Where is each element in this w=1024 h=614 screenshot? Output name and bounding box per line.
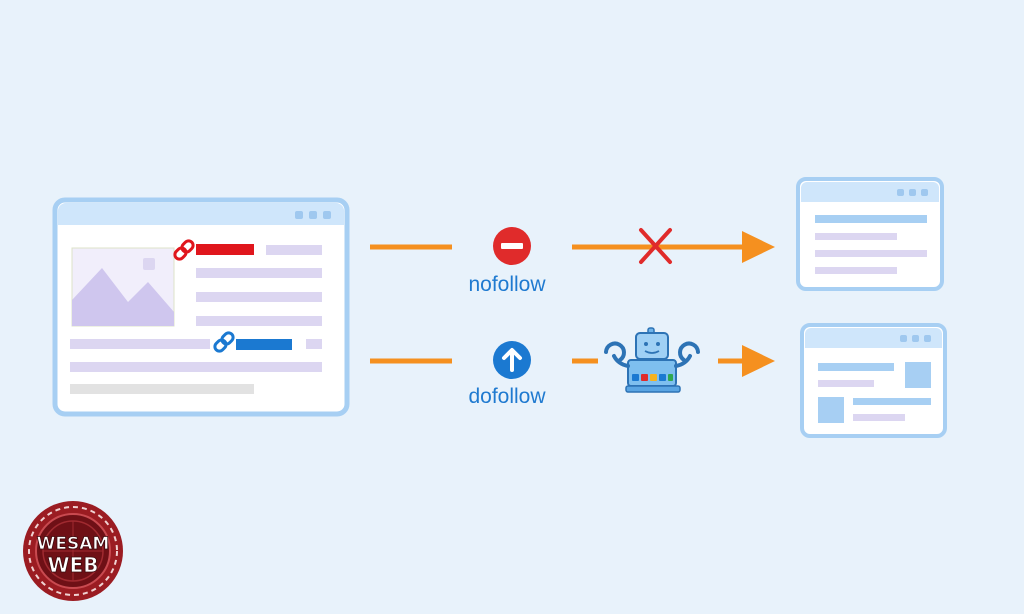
nofollow-arrowhead	[742, 231, 775, 263]
source-page-window	[52, 197, 350, 417]
dofollow-link-highlight	[236, 339, 292, 350]
dofollow-label: dofollow	[468, 385, 546, 408]
dofollow-row	[370, 327, 775, 393]
nofollow-link-highlight	[196, 244, 254, 255]
nofollow-label: nofollow	[468, 273, 546, 296]
minus-circle-icon	[493, 227, 531, 265]
window-dots	[295, 211, 331, 219]
robot-icon	[604, 327, 700, 393]
wesam-web-logo: WESAM WEB	[23, 501, 123, 601]
chain-link-icon-blue	[213, 331, 235, 353]
cross-icon	[639, 228, 672, 264]
target-page-window-top	[796, 177, 944, 291]
arrow-up-circle-icon	[493, 341, 531, 379]
text-lines	[70, 245, 322, 394]
logo-text-line2: WEB	[48, 553, 99, 577]
target-page-window-bottom	[800, 323, 947, 438]
logo-text-line1: WESAM	[37, 534, 110, 554]
image-placeholder	[71, 247, 175, 327]
dofollow-arrowhead	[742, 345, 775, 377]
chain-link-icon-red	[173, 239, 195, 261]
nofollow-row	[370, 227, 775, 265]
